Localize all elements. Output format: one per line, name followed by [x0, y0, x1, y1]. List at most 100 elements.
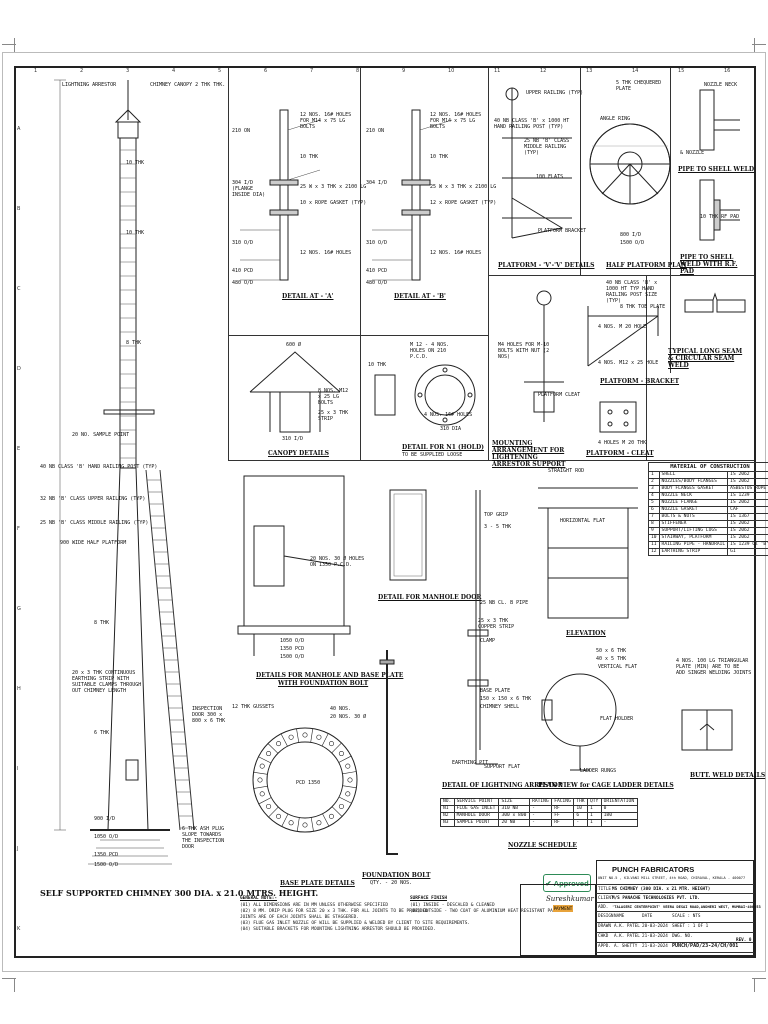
- dim: 1350 PCD: [94, 852, 119, 858]
- cage-label: FLAT HOLDER: [600, 716, 634, 722]
- nozzle-cell: 1: [587, 812, 602, 820]
- divider: [360, 335, 361, 460]
- grid-col-label: 2: [80, 68, 84, 74]
- manhole-label: 1500 O/D: [280, 654, 305, 660]
- nozzle-cell: FF: [551, 812, 575, 820]
- material-cell: EARTHING STRIP: [658, 548, 729, 556]
- dim: 6 THK: [94, 730, 110, 736]
- material-cell: STIFFENER: [658, 520, 729, 528]
- general-note-heading: GENERAL NOTE:-: [240, 896, 278, 901]
- bracket-label: 40 NB CLASS 'B' x 1000 HT TYP HAND RAILI…: [606, 280, 658, 304]
- title-block-cell: DESIGN: [598, 914, 614, 919]
- foundation-bolt-title: FOUNDATION BOLT: [362, 872, 431, 879]
- cage-elevation-drawing: [538, 487, 638, 619]
- material-cell: GI: [727, 548, 768, 556]
- platform-vv-label: PLATFORM BRACKET: [538, 228, 587, 234]
- nozzle-cell: 310 NB: [498, 805, 531, 813]
- grid-col-label: 8: [356, 68, 360, 74]
- half-platform-title: HALF PLATFORM PLAN: [606, 262, 687, 269]
- material-cell: BODY FLANGES GASKET: [658, 485, 729, 493]
- title-block-cell: 20-03-2024: [642, 924, 668, 929]
- manhole-title: DETAILS FOR MANHOLE AND BASE PLATE: [256, 672, 404, 679]
- manhole-door-drawing: [389, 489, 427, 581]
- detail-b-label: 25 W x 3 THK x 2100 LG: [430, 184, 497, 190]
- nozzle-cell: 10: [573, 805, 589, 813]
- material-cell: IS 2062: [727, 478, 768, 486]
- canopy-drawing: [249, 351, 341, 433]
- base-plate-drawing: [252, 727, 358, 833]
- grid-col-label: 7: [310, 68, 314, 74]
- grid-row-label: C: [17, 286, 21, 292]
- material-cell: IS 1367: [727, 513, 768, 521]
- lightning-support-title: MOUNTING ARRANGEMENT FOR LIGHTENING ARRE…: [492, 440, 566, 468]
- material-cell: ASBESTOS ROPE: [727, 485, 768, 493]
- cage-label: STRAIGHT ROD: [548, 468, 585, 474]
- chimney-callout: 40 NB CLASS 'B' HAND RAILING POST (TYP): [40, 464, 158, 470]
- base-plate-label: PCD 1350: [296, 780, 321, 786]
- title-block-cell: DWG. NO.: [672, 934, 693, 939]
- detail-a-label: 410 PCD: [232, 268, 254, 274]
- platform-vv-label: UPPER RAILING (TYP): [526, 90, 584, 96]
- dim: 1050 O/D: [94, 834, 119, 840]
- dim: 10 THK: [126, 230, 145, 236]
- grid-col-label: 4: [172, 68, 176, 74]
- divider: [580, 68, 581, 275]
- material-cell: 9: [648, 527, 660, 535]
- butt-weld-title: BUTT. WELD DETAILS: [690, 772, 766, 779]
- grid-col-label: 1: [34, 68, 38, 74]
- grid-col-label: 5: [218, 68, 222, 74]
- material-cell: 10: [648, 534, 660, 542]
- client-label: CLIENT: [598, 896, 614, 901]
- chimney-callout: 25 NB 'B' CLASS MIDDLE RAILING (TYP): [40, 520, 149, 526]
- detail-n1-side: [374, 374, 396, 416]
- lightning-title: DETAIL OF LIGHTNING ARRESTOR: [442, 782, 563, 789]
- platform-vv-label: 40 NB CLASS 'B' x 1000 HT HAND RAILING P…: [494, 118, 570, 130]
- grid-col-label: 11: [494, 68, 501, 74]
- nozzle-header: RATING: [529, 798, 553, 806]
- material-cell: RAILING PIPE - HANDRAIL: [658, 541, 729, 549]
- nozzle-cell: -: [573, 819, 589, 827]
- cage-label: VERTICAL FLAT: [598, 664, 638, 670]
- grid-row-label: E: [17, 446, 21, 452]
- dim: 10 THK: [126, 160, 145, 166]
- cage-plan-title: PLAN VIEW for CAGE LADDER DETAILS: [538, 782, 674, 789]
- platform-vv-label: 100 FLATS: [536, 174, 564, 180]
- material-cell: NOZZLE GASKET: [658, 506, 729, 514]
- chimney-callout: 20 NO. SAMPLE POINT: [72, 432, 130, 438]
- butt-weld-drawing: [681, 709, 733, 751]
- material-cell: IS 1239 Cl 'B': [727, 541, 768, 549]
- half-platform-label: 800 I/D: [620, 232, 642, 238]
- material-cell: 11: [648, 541, 660, 549]
- material-cell: 7: [648, 513, 660, 521]
- butt-weld-label: ADD SINGER WELDING JOINTS: [676, 670, 752, 676]
- n1-title: DETAIL FOR N1 (HOLD): [402, 444, 484, 451]
- nozzle-cell: 20 NB: [498, 819, 531, 827]
- grid-col-label: 15: [678, 68, 685, 74]
- material-cell: 6: [648, 506, 660, 514]
- company-name: PUNCH FABRICATORS: [612, 865, 695, 874]
- detail-b-label: 12 NOS. 16# HOLES FOR M14 x 75 LG BOLTS: [430, 112, 482, 130]
- platform-vv-drawing: [502, 87, 572, 239]
- cage-label: 50 x 6 THK: [596, 648, 627, 654]
- signature: Sureshkumar: [546, 895, 594, 903]
- nozzle-header: FACING: [551, 798, 575, 806]
- lightning-support-label: PLATFORM CLEAT: [538, 392, 581, 398]
- nozzle-cell: 300 x 800: [498, 812, 531, 820]
- grid-col-label: 13: [586, 68, 593, 74]
- nozzle-header: SIZE: [498, 798, 531, 806]
- general-note-line: (01) ALL DIMENSIONS ARE IN MM UNLESS OTH…: [240, 903, 389, 908]
- nozzle-cell: RF: [551, 805, 575, 813]
- pipe-weld-label: NOZZLE NECK: [704, 82, 738, 88]
- lightning-label: 150 x 150 x 6 THK: [480, 696, 532, 702]
- manhole-door-title: DETAIL FOR MANHOLE DOOR: [378, 594, 482, 601]
- nozzle-cell: N3: [440, 819, 455, 827]
- grid-col-label: 12: [540, 68, 547, 74]
- divider: [228, 68, 229, 460]
- add-label: ADD.: [598, 905, 609, 910]
